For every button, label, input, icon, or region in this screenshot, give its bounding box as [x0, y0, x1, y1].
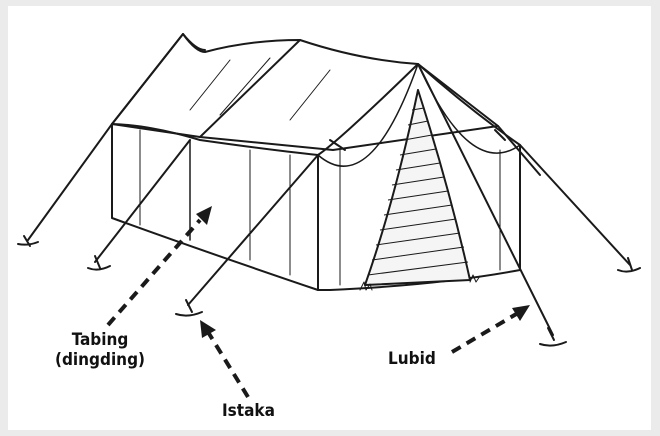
guy-rope: [28, 124, 112, 240]
tent-door: [365, 90, 470, 285]
tent-side-wall: [112, 124, 318, 290]
label-dingding: (dingding): [41, 351, 159, 369]
arrow-tabing: [108, 220, 200, 325]
arrow-lubid: [452, 313, 518, 352]
label-lubid: Lubid: [388, 350, 436, 368]
label-istaka: Istaka: [222, 402, 275, 420]
label-tabing: Tabing: [41, 331, 159, 349]
stake: [18, 236, 38, 246]
arrow-istaka: [208, 332, 248, 397]
